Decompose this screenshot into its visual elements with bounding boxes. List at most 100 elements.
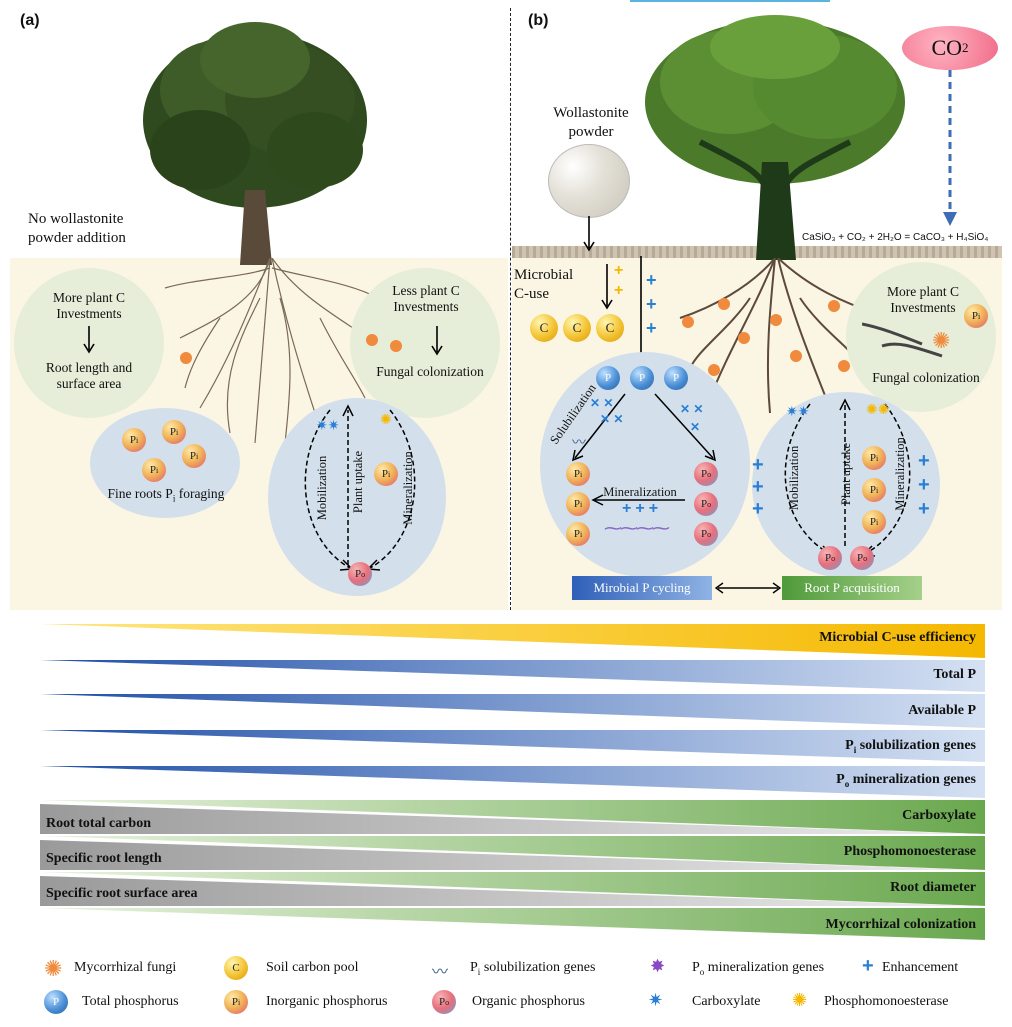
legend-pi-genes: Pi solubilization genes bbox=[470, 960, 596, 977]
weathering-equation: CaSiO₃ + CO₂ + 2H₂O = CaCO₃ + H₄SiO₄ bbox=[802, 232, 989, 243]
enhancement-icon: + bbox=[752, 476, 764, 498]
carboxylate-icon: ✷✷ bbox=[316, 419, 340, 434]
bar-root-total-carbon bbox=[40, 804, 985, 834]
bar-pi-sol bbox=[40, 730, 985, 762]
po-mineralization-genes-icon: ✸ bbox=[650, 956, 666, 976]
bar-specific-root-length bbox=[40, 840, 985, 870]
down-arrow bbox=[583, 216, 595, 252]
panel-a-tree bbox=[143, 22, 367, 265]
down-arrow bbox=[431, 326, 443, 356]
label-pi-sol: Pi solubilization genes bbox=[845, 738, 976, 755]
phosphomonoesterase-icon: ✺ bbox=[792, 990, 808, 1010]
legend-po-genes: Po mineralization genes bbox=[692, 960, 825, 977]
co2-arrow bbox=[943, 70, 957, 226]
enhancement-icon: + bbox=[862, 955, 874, 977]
fungi-dot-b bbox=[708, 364, 720, 376]
legend-soil-carbon-pool: Soil carbon pool bbox=[266, 960, 359, 975]
microbial-c-use-label: Microbial C-use bbox=[514, 267, 574, 302]
down-arrow bbox=[83, 326, 95, 354]
soil-carbon-icon: C bbox=[224, 956, 248, 980]
fungi-dot-b bbox=[790, 350, 802, 362]
enhancement-icon: ✕ ✕ bbox=[680, 402, 704, 416]
total-p-ball: P bbox=[630, 366, 654, 390]
enhancement-icon: + bbox=[752, 498, 764, 520]
pi-solubilization-genes-icon: 〰 bbox=[432, 964, 449, 981]
panel-a-label: (a) bbox=[20, 12, 40, 29]
total-p-ball: P bbox=[596, 366, 620, 390]
root-cycle-bubble bbox=[752, 392, 940, 578]
soil-carbon-ball: C bbox=[596, 314, 624, 342]
enhancement-icon: + bbox=[752, 454, 764, 476]
label-available-p: Available P bbox=[908, 703, 976, 718]
label-mycorrhizal: Mycorrhizal colonization bbox=[825, 917, 976, 932]
soil-carbon-ball: C bbox=[563, 314, 591, 342]
mobilization-label: Mobilization bbox=[315, 455, 329, 521]
microbial-p-cycling-box: Mirobial P cycling bbox=[572, 576, 712, 600]
foraging-text: Fine roots Pi foraging bbox=[107, 486, 225, 504]
down-arrow bbox=[601, 264, 613, 310]
label-total-p: Total P bbox=[933, 667, 976, 682]
phosphomonoesterase-icon: ✺ bbox=[380, 413, 392, 428]
less-plant-c-text: Less plant C Investments bbox=[392, 283, 460, 314]
enhancement-icon: +++ bbox=[622, 500, 663, 517]
enhancement-icon: + bbox=[918, 474, 930, 496]
root-length-text: Root length and surface area bbox=[45, 360, 133, 391]
label-po-min: Po mineralization genes bbox=[836, 772, 976, 789]
fungi-dot-b bbox=[838, 360, 850, 372]
fungal-colonization-text-b: Fungal colonization bbox=[872, 370, 980, 385]
carboxylate-icon: ✷✷ bbox=[786, 405, 810, 420]
plant-uptake-label: Plant uptake bbox=[351, 450, 365, 514]
legend-phosphomonoesterase: Phosphomonoesterase bbox=[824, 994, 949, 1009]
legend-organic-phosphorus: Organic phosphorus bbox=[472, 994, 585, 1009]
bars bbox=[40, 624, 985, 940]
more-plant-c-text-b: More plant C Investments bbox=[887, 284, 959, 315]
panel-b-tree bbox=[645, 15, 905, 260]
label-specific-root-surface: Specific root surface area bbox=[46, 886, 198, 901]
panel-divider bbox=[510, 8, 511, 610]
bar-specific-root-surface bbox=[40, 876, 985, 906]
bar-po-min bbox=[40, 766, 985, 798]
fungi-dot-a1 bbox=[366, 334, 378, 346]
wollastonite-powder-image bbox=[548, 144, 630, 218]
label-specific-root-length: Specific root length bbox=[46, 851, 162, 866]
enhancement-icon: + bbox=[646, 270, 657, 290]
bar-root-diameter bbox=[40, 872, 985, 906]
bar-total-p bbox=[40, 660, 985, 692]
bar-available-p bbox=[40, 694, 985, 728]
total-p-ball: P bbox=[664, 366, 688, 390]
enhancement-icon: + bbox=[646, 294, 657, 314]
mobilization-label-b: Mobilization bbox=[787, 445, 801, 511]
fungal-hyphae bbox=[862, 322, 943, 358]
panel-b-label: (b) bbox=[528, 12, 549, 29]
label-root-total-carbon: Root total carbon bbox=[46, 816, 151, 831]
mycorrhizal-fungi-dot bbox=[180, 352, 192, 364]
phosphomonoesterase-icon: ✺✺ bbox=[866, 403, 890, 418]
enhancement-icon: + bbox=[614, 262, 624, 279]
panel-b-right-bubble bbox=[846, 262, 996, 412]
fungi-dot-b bbox=[770, 314, 782, 326]
microbial-arrows bbox=[571, 393, 717, 506]
enhancement-icon: ✕ ✕ bbox=[590, 396, 614, 410]
pi-solubilization-genes-icon: 〰 bbox=[572, 436, 586, 451]
legend-mycorrhizal-fungi: Mycorrhizal fungi bbox=[74, 960, 177, 975]
enhancement-icon: + bbox=[614, 282, 624, 299]
enhancement-icon: ✕ ✕ bbox=[600, 412, 624, 426]
mycorrhizal-fungi-icon: ✺ bbox=[44, 956, 63, 981]
fungal-colonization-text: Fungal colonization bbox=[376, 364, 484, 379]
enhancement-icon: + bbox=[918, 450, 930, 472]
